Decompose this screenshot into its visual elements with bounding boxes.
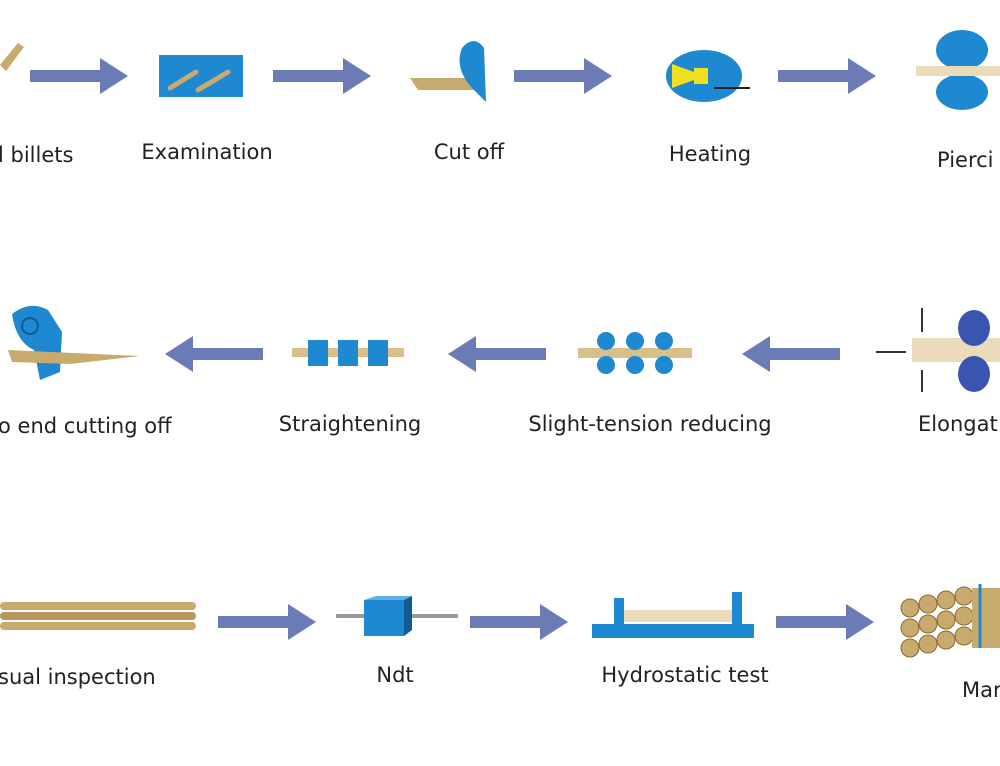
bundle-icon [900, 584, 1000, 658]
arrow-right-icon [778, 58, 876, 94]
billet-icon [0, 43, 24, 71]
arrow-left-icon [448, 336, 546, 372]
step-label-straightening: Straightening [278, 412, 422, 436]
step-label-piercing: Pierci [937, 148, 994, 172]
step-label-heating: Heating [668, 142, 752, 166]
ndt-icon [336, 596, 458, 636]
step-label-cut-off: Cut off [433, 140, 505, 164]
arrow-right-icon [273, 58, 371, 94]
step-label-examination: Examination [141, 140, 273, 164]
arrow-left-icon [165, 336, 263, 372]
arrow-right-icon [470, 604, 568, 640]
end-cutter-icon [8, 305, 140, 380]
hydrostatic-icon [592, 592, 754, 638]
step-label-marking: Mar [962, 678, 1000, 702]
arrow-right-icon [218, 604, 316, 640]
arrow-right-icon [30, 58, 128, 94]
piercing-rolls-icon [916, 30, 1000, 110]
pipes-icon [0, 602, 196, 630]
step-label-slight-tension-reducing: Slight-tension reducing [528, 412, 772, 436]
straightener-icon [292, 340, 404, 366]
arrow-right-icon [776, 604, 874, 640]
step-label-end-cutting-off: o end cutting off [0, 414, 172, 438]
step-label-elongation: Elongat [918, 412, 998, 436]
step-label-billets: l billets [0, 143, 74, 167]
arrow-right-icon [514, 58, 612, 94]
elongation-rolls-icon [876, 308, 1000, 392]
arrow-left-icon [742, 336, 840, 372]
reducing-rolls-icon [578, 332, 692, 374]
cutter-icon [410, 41, 486, 102]
examination-icon [159, 55, 243, 97]
furnace-icon [666, 50, 750, 102]
step-label-hydrostatic-test: Hydrostatic test [601, 663, 769, 687]
step-label-visual-inspection: sual inspection [0, 665, 156, 689]
step-label-ndt: Ndt [376, 663, 414, 687]
